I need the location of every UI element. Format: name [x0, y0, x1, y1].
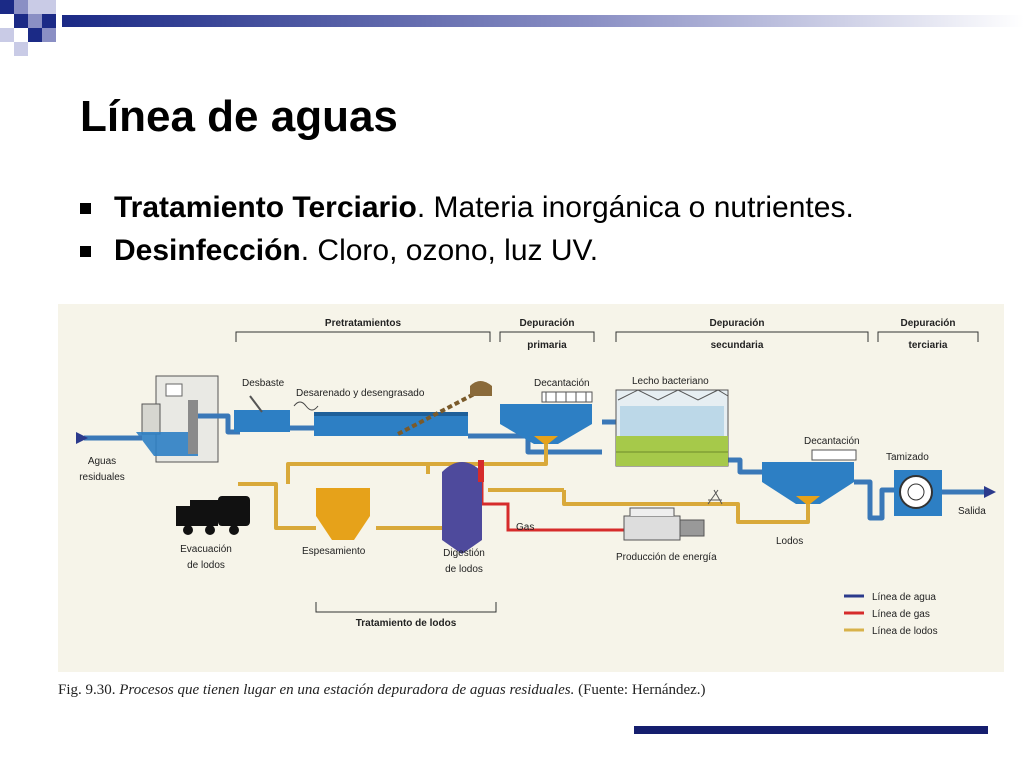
figure-caption: Fig. 9.30. Procesos que tienen lugar en … — [58, 682, 706, 699]
label-decantacion-secundaria: Decantación — [804, 436, 860, 447]
primary-clarifier — [500, 391, 593, 444]
label-gas: Gas — [516, 522, 534, 533]
header-terciaria-line2: terciaria — [909, 340, 948, 351]
desbaste-channel — [234, 395, 319, 432]
label-espesamiento: Espesamiento — [302, 546, 366, 557]
square-bullet-icon — [80, 246, 91, 257]
outlet-arrow-icon — [984, 486, 996, 498]
header-secundaria-line1: Depuración — [709, 318, 764, 329]
label-decantacion-primaria: Decantación — [534, 378, 590, 389]
digester-tank — [442, 460, 484, 554]
treatment-plant-figure: Pretratamientos Depuración primaria Depu… — [58, 304, 1004, 672]
diagram-legend: Línea de agua Línea de gas Línea de lodo… — [844, 592, 938, 637]
bullet-item: Desinfección. Cloro, ozono, luz UV. — [78, 229, 854, 272]
inlet-pumping-station — [136, 375, 219, 463]
label-desbaste: Desbaste — [242, 378, 285, 389]
caption-number: Fig. 9.30. — [58, 682, 116, 698]
bullet-term: Desinfección — [114, 234, 301, 267]
legend-label-gas: Línea de gas — [872, 609, 930, 620]
header-terciaria-line1: Depuración — [900, 318, 955, 329]
section-brackets — [235, 331, 979, 613]
sludge-line — [238, 444, 810, 530]
caption-text: Procesos que tienen lugar en una estació… — [119, 682, 575, 698]
square-bullet-icon — [80, 203, 91, 214]
truck-icon — [176, 496, 250, 535]
treatment-plant-diagram: Pretratamientos Depuración primaria Depu… — [76, 318, 996, 637]
bullet-item: Tratamiento Terciario. Materia inorgánic… — [78, 186, 854, 229]
legend-label-agua: Línea de agua — [872, 592, 936, 603]
legend-label-lodos: Línea de lodos — [872, 626, 938, 637]
label-digestion-line1: Digestión — [443, 548, 485, 559]
footer-bar — [634, 726, 988, 734]
label-aguas-line1: Aguas — [88, 456, 116, 467]
trickling-filter — [615, 389, 729, 467]
energy-production-plant — [623, 489, 723, 541]
header-secundaria-line2: secundaria — [711, 340, 764, 351]
header-primaria-line2: primaria — [527, 340, 567, 351]
label-produccion-energia: Producción de energía — [616, 552, 717, 563]
header-primaria-line1: Depuración — [519, 318, 574, 329]
caption-source: (Fuente: Hernández.) — [578, 682, 706, 698]
label-desarenado: Desarenado y desengrasado — [296, 388, 425, 399]
label-digestion-line2: de lodos — [445, 564, 483, 575]
label-salida: Salida — [958, 506, 986, 517]
screening-drum — [894, 470, 942, 516]
desarenador-tank — [314, 381, 492, 436]
bullet-term: Tratamiento Terciario — [114, 191, 417, 224]
label-tratamiento-lodos: Tratamiento de lodos — [356, 618, 457, 629]
gas-line — [480, 464, 626, 532]
slide-header-decoration — [0, 0, 1024, 56]
inlet-arrow-icon — [76, 432, 88, 444]
label-evacuacion-line2: de lodos — [187, 560, 225, 571]
thickener-tank — [316, 488, 370, 540]
label-evacuacion-line1: Evacuación — [180, 544, 232, 555]
label-aguas-line2: residuales — [79, 472, 125, 483]
label-lecho-bacteriano: Lecho bacteriano — [632, 376, 709, 387]
label-lodos: Lodos — [776, 536, 803, 547]
slide-title: Línea de aguas — [80, 92, 398, 141]
bullet-text: . Materia inorgánica o nutrientes. — [416, 191, 854, 224]
label-tamizado: Tamizado — [886, 452, 929, 463]
bullet-text: . Cloro, ozono, luz UV. — [300, 234, 599, 267]
header-pretratamientos: Pretratamientos — [325, 318, 402, 329]
secondary-clarifier — [762, 449, 857, 504]
bullet-list: Tratamiento Terciario. Materia inorgánic… — [78, 186, 854, 272]
